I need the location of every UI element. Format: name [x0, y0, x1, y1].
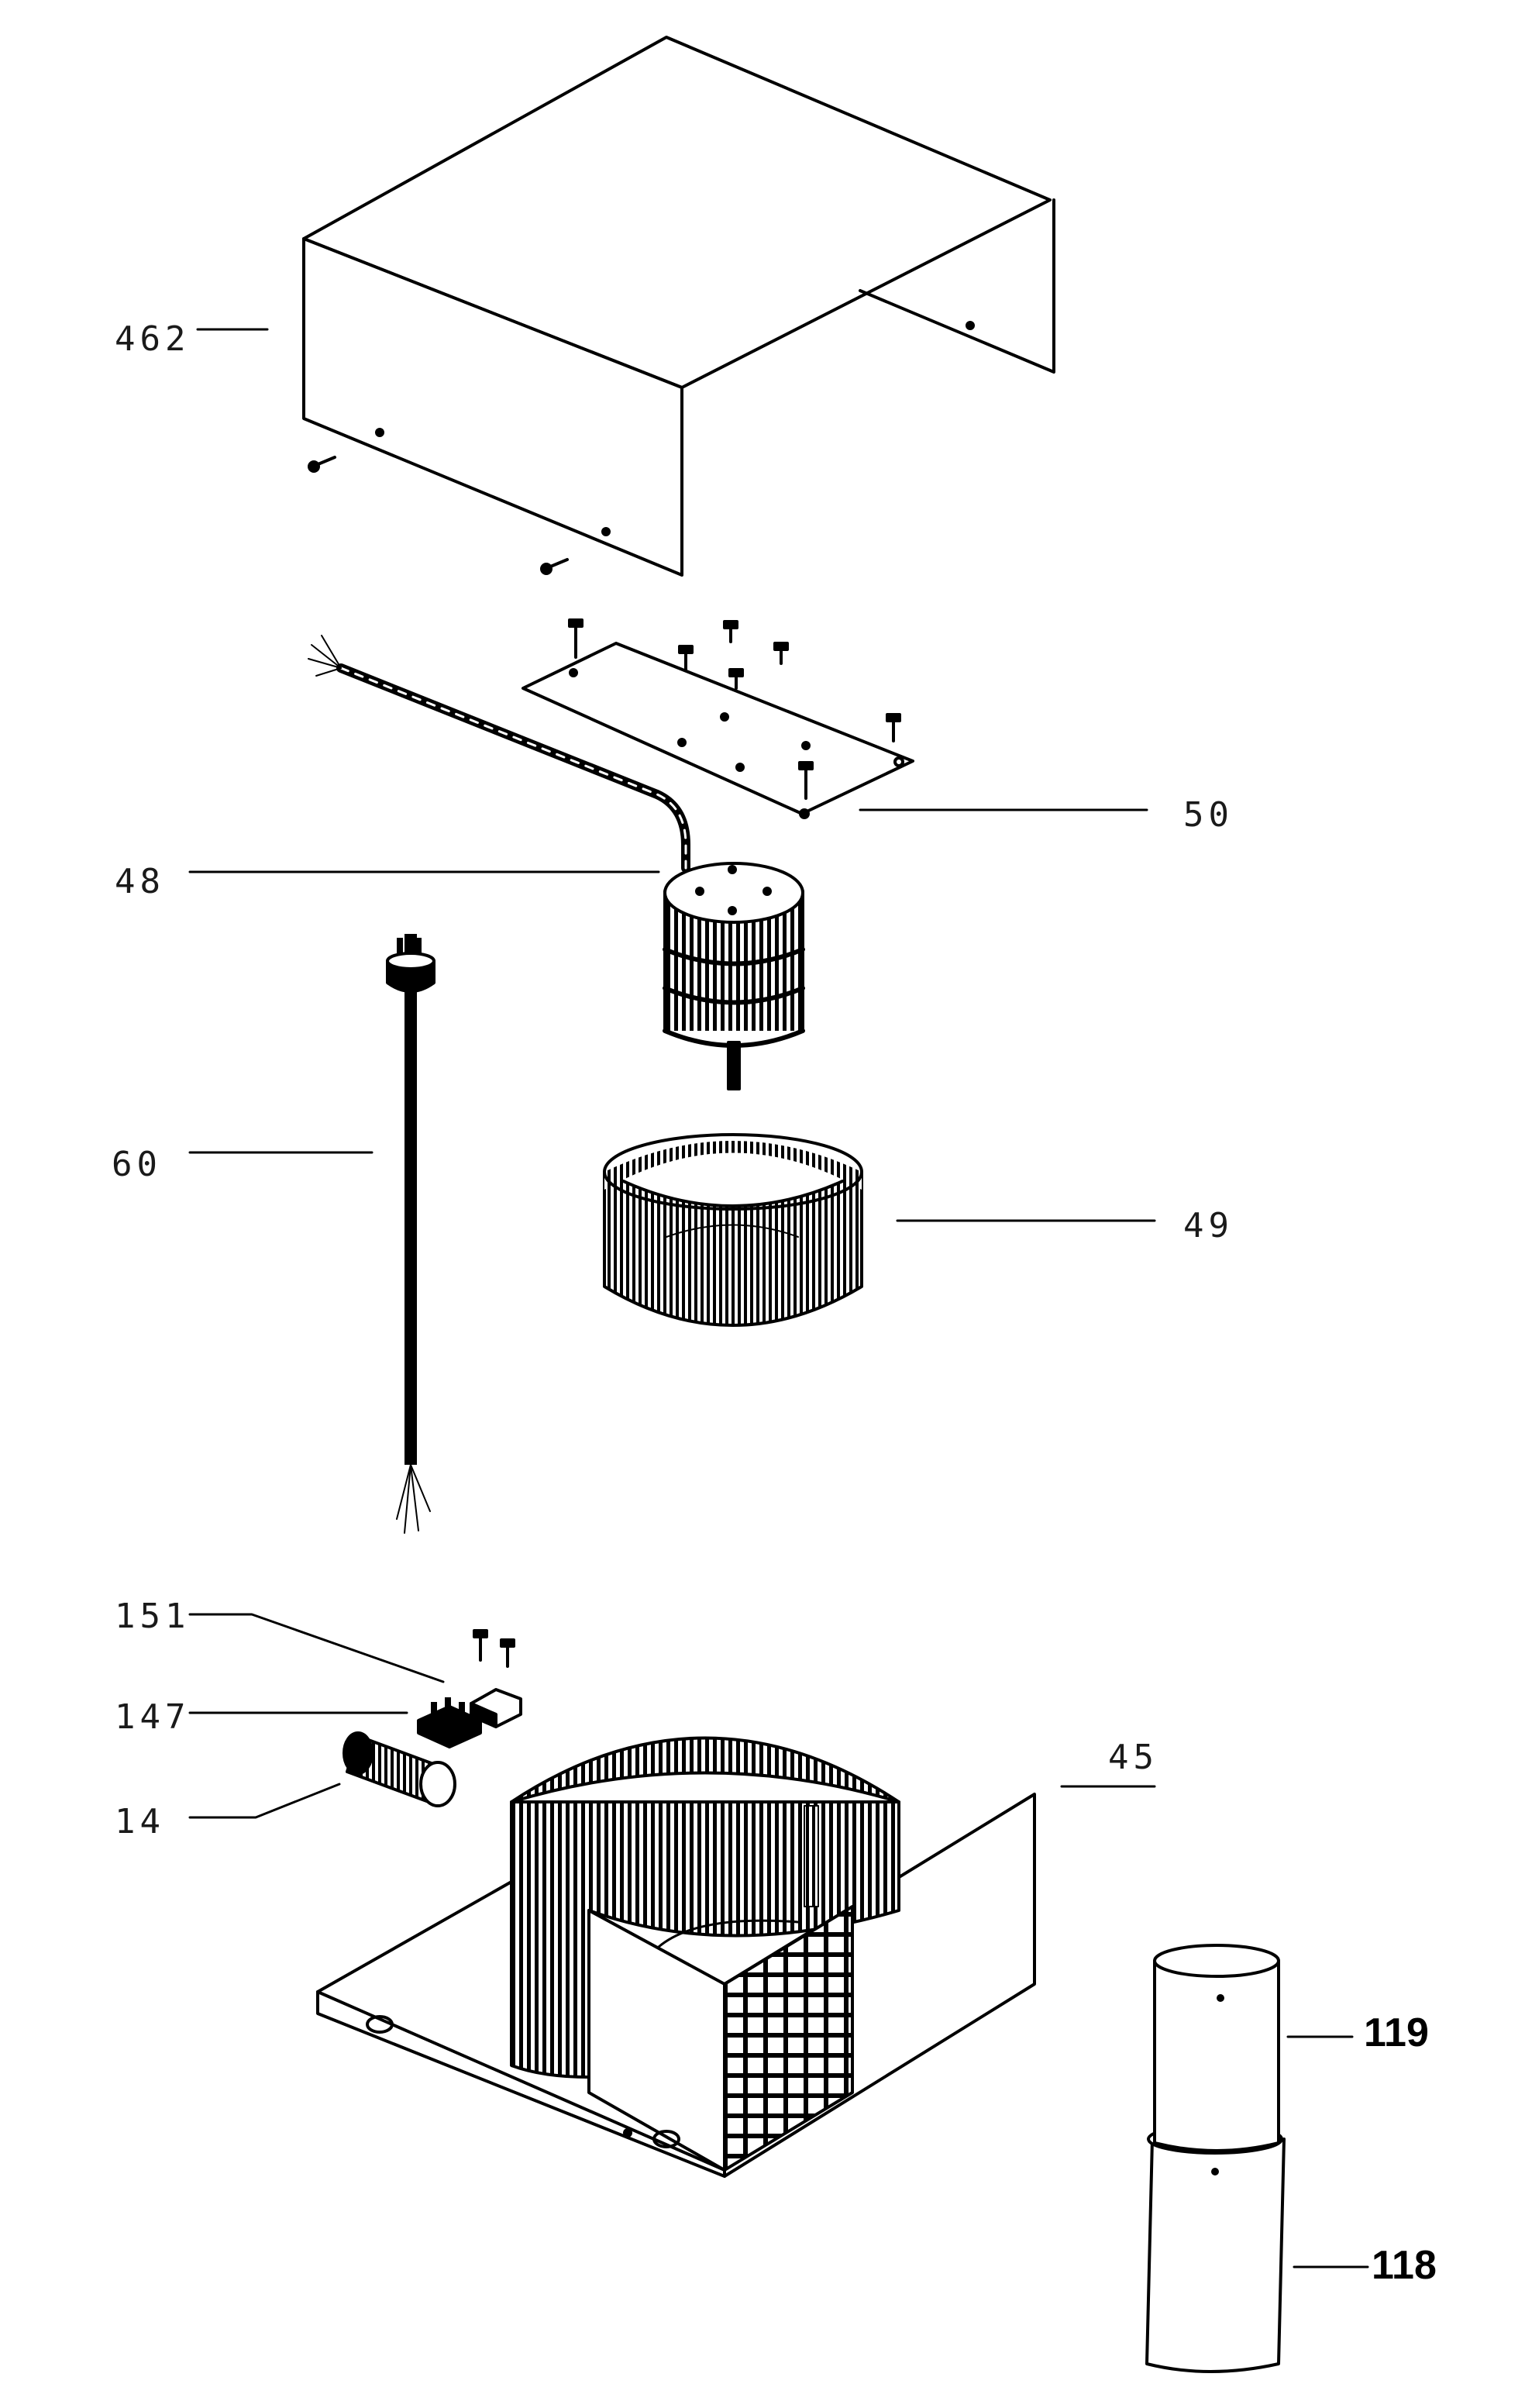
- label-48: 48: [115, 862, 165, 901]
- label-462: 462: [115, 319, 190, 359]
- housing-45: [316, 1736, 1036, 2178]
- screw: [773, 642, 789, 665]
- cable: [308, 635, 690, 873]
- fan-wheel-49: [603, 1133, 863, 1327]
- filter-119: [1153, 1944, 1280, 2152]
- label-118: 118: [1372, 2243, 1437, 2288]
- cover-462: [302, 36, 1055, 577]
- screw: [723, 620, 738, 643]
- leader-lines: [188, 328, 1369, 2268]
- leader-151: [188, 1613, 445, 1683]
- screw: [728, 668, 744, 690]
- plate-50: [522, 642, 914, 819]
- label-45: 45: [1108, 1738, 1158, 1777]
- capacitor-14: [343, 1731, 456, 1807]
- power-cord-60: [386, 934, 435, 1534]
- screw: [500, 1638, 515, 1668]
- label-14: 14: [115, 1802, 165, 1841]
- filter-118: [1145, 2124, 1286, 2373]
- screw: [798, 761, 814, 800]
- leader-14: [188, 1783, 341, 1819]
- screw: [568, 618, 583, 659]
- motor-48: [663, 862, 805, 1090]
- label-49: 49: [1183, 1206, 1234, 1245]
- label-147: 147: [115, 1697, 190, 1737]
- terminal-block-147: [417, 1697, 482, 1748]
- label-151: 151: [115, 1597, 190, 1636]
- screw: [473, 1629, 488, 1662]
- screw: [886, 713, 901, 742]
- label-60: 60: [112, 1145, 162, 1184]
- label-50: 50: [1183, 795, 1234, 835]
- screw: [308, 456, 336, 473]
- screw: [678, 645, 694, 671]
- screw: [540, 558, 569, 575]
- label-119: 119: [1364, 2010, 1429, 2055]
